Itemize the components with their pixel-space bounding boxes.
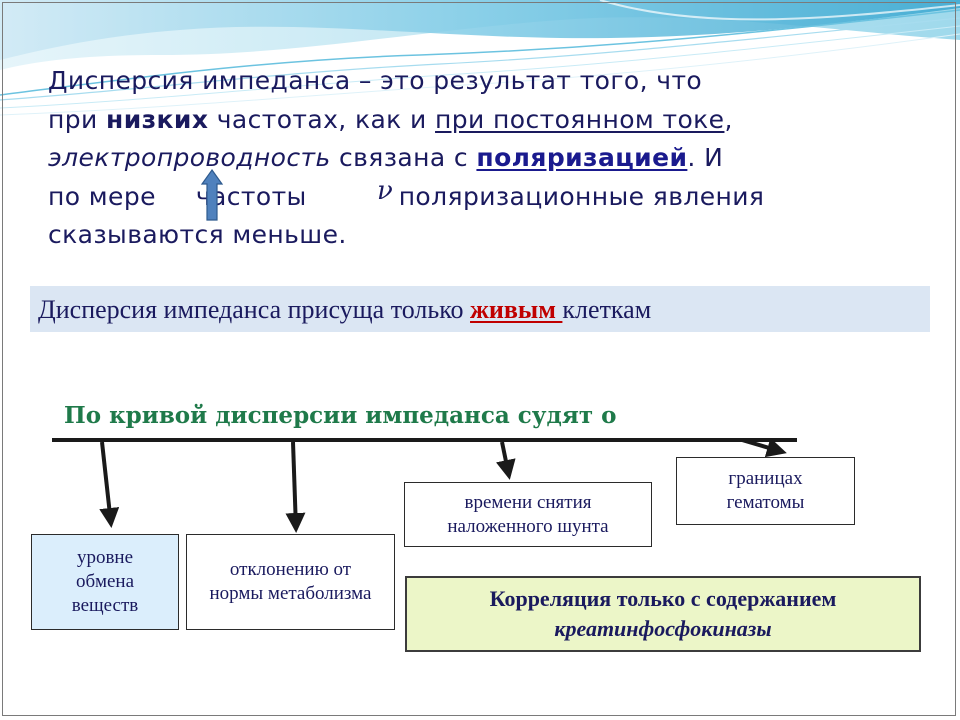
- living-emphasis: живым: [470, 295, 563, 324]
- living-cells-banner: [30, 286, 930, 332]
- arrow-to-metabolism: [99, 441, 120, 528]
- direct-current-underline: при постоянном токе: [435, 104, 725, 134]
- shunt-time-box: времени снятия наложенного шунта: [404, 482, 652, 547]
- paragraph-line-1: Дисперсия импеданса – это результат того…: [48, 66, 703, 95]
- paragraph-line-2: при низких частотах, как и при постоянно…: [48, 104, 733, 134]
- judge-title: По кривой дисперсии импеданса судят о: [64, 402, 617, 429]
- arrow-to-deviation: [285, 441, 306, 533]
- conductivity-italic: электропроводность: [48, 143, 331, 172]
- polarization-emphasis: поляризацией: [476, 143, 688, 172]
- paragraph-line-3: электропроводность связана с поляризацие…: [48, 143, 724, 172]
- norm-deviation-box: отклонению от нормы метаболизма: [186, 534, 395, 630]
- frequency-symbol: ν: [377, 176, 393, 206]
- up-arrow-icon: [200, 168, 224, 221]
- paragraph-line-5: сказываются меньше.: [48, 220, 347, 249]
- arrow-to-hematoma: [741, 437, 787, 458]
- banner-text: Дисперсия импеданса присуща только живым…: [38, 295, 652, 324]
- metabolism-level-box: уровне обмена веществ: [31, 534, 179, 630]
- hematoma-box: границах гематомы: [676, 457, 855, 525]
- arrow-to-shunt: [495, 441, 516, 480]
- low-frequency-emphasis: низких: [106, 104, 209, 134]
